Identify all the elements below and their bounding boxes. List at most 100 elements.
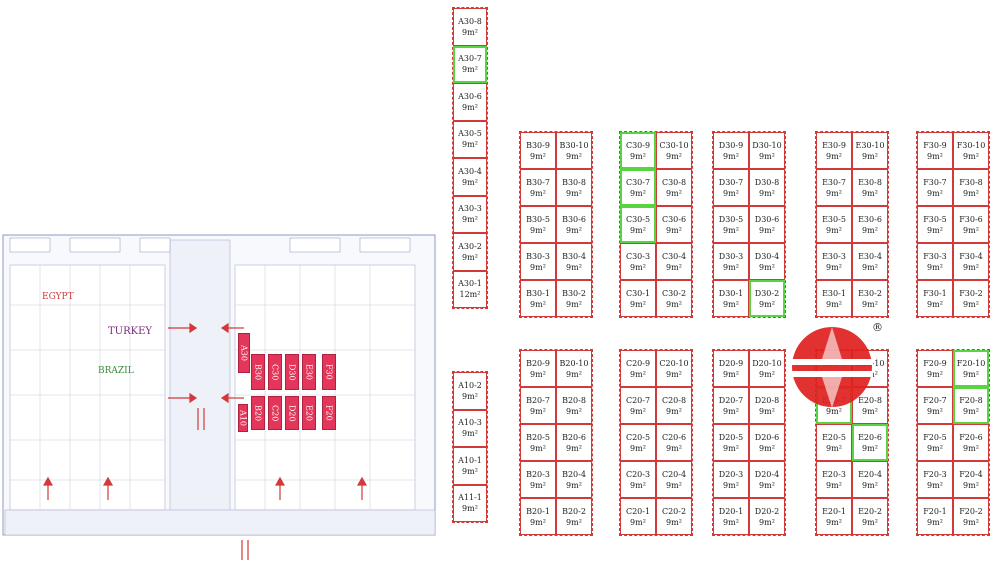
hall-booth-b20[interactable]: B20: [251, 396, 265, 430]
hall-booth-c30[interactable]: C30: [268, 354, 282, 390]
hall-booth-c20[interactable]: C20: [268, 396, 282, 430]
hall-booth-e30[interactable]: E30: [302, 354, 316, 390]
hall-booth-a30[interactable]: A30: [238, 333, 250, 373]
hall-booth-f20[interactable]: F20: [322, 396, 336, 430]
hall-booth-f30[interactable]: F30: [322, 354, 336, 390]
hall-booth-a10[interactable]: A10: [238, 404, 248, 432]
